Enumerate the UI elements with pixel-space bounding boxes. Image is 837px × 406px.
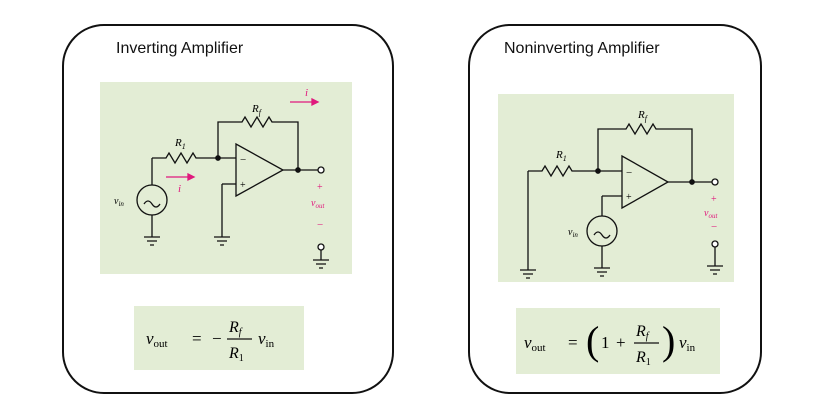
noninverting-circuit: Rf R1 vin − + + vout −	[498, 94, 734, 282]
rf-resistor	[597, 122, 693, 182]
inverting-title: Inverting Amplifier	[116, 40, 244, 57]
vin-label: vin	[568, 227, 578, 239]
vout-plus-label: +	[317, 182, 323, 193]
current-arrowhead-bottom	[187, 172, 196, 182]
ground-icon-r1	[520, 269, 536, 279]
output-ground-terminal	[711, 240, 719, 248]
eq-rhs: vin	[679, 333, 696, 354]
current-label-top: i	[305, 87, 308, 99]
vout-minus-label: −	[317, 219, 323, 231]
output-terminal	[317, 166, 325, 174]
eq-rhs: vin	[258, 329, 275, 350]
inverting-circuit: Rf R1 i i vin − + + vout −	[100, 82, 352, 274]
ac-wave-icon	[143, 200, 161, 208]
eq-equals: =	[192, 329, 202, 348]
current-arrowhead-top	[311, 97, 320, 107]
r1-label: R1	[555, 149, 567, 163]
opamp-minus-label: −	[626, 167, 632, 179]
ac-wave-icon	[593, 231, 611, 239]
vout-minus-label: −	[711, 221, 717, 233]
vout-plus-label: +	[711, 194, 717, 205]
eq-numerator: Rf	[635, 323, 650, 342]
opamp-plus-label: +	[626, 192, 632, 203]
vin-label: vin	[114, 196, 124, 208]
r1-label: R1	[174, 137, 186, 151]
opamp-triangle	[621, 154, 670, 210]
opamp-plus-label: +	[240, 180, 246, 191]
eq-left-paren: (	[586, 318, 599, 363]
eq-lhs: vout	[524, 333, 546, 354]
noninverting-amplifier-panel: Noninverting Amplifier	[468, 24, 762, 394]
noninverting-title: Noninverting Amplifier	[504, 40, 660, 57]
eq-right-paren: )	[662, 318, 675, 363]
rf-label: Rf	[251, 103, 263, 117]
ground-icon-source	[594, 246, 610, 277]
output-terminal	[711, 178, 719, 186]
eq-one: 1	[601, 333, 610, 352]
opamp-minus-label: −	[240, 154, 246, 166]
circuit-background	[100, 82, 352, 274]
ground-icon-source	[144, 233, 160, 246]
noninverting-equation: vout = ( 1 + Rf R1 ) vin	[516, 308, 720, 374]
vout-label: vout	[704, 208, 718, 220]
circuit-background	[498, 94, 734, 282]
inverting-equation: vout = − Rf R1 vin	[134, 306, 304, 370]
ground-icon-plus	[214, 232, 230, 246]
output-node	[295, 167, 301, 173]
eq-sign: −	[212, 329, 222, 348]
output-ground-terminal	[317, 243, 325, 251]
rf-resistor	[217, 115, 299, 170]
eq-denominator: R1	[228, 345, 244, 364]
rf-label: Rf	[637, 109, 649, 123]
output-node	[689, 179, 695, 185]
r1-resistor	[152, 151, 218, 165]
eq-lhs: vout	[146, 329, 168, 350]
ground-icon-output	[313, 259, 329, 269]
vout-label: vout	[311, 198, 325, 210]
eq-equals: =	[568, 333, 578, 352]
opamp-triangle	[235, 142, 285, 198]
eq-plus: +	[616, 333, 626, 352]
eq-numerator: Rf	[228, 319, 243, 338]
r1-resistor	[528, 164, 598, 178]
current-label-bottom: i	[178, 183, 181, 195]
inverting-amplifier-panel: Inverting Amplifier	[62, 24, 394, 394]
eq-denominator: R1	[635, 349, 651, 368]
vin-source-icon	[136, 184, 168, 216]
ground-icon-output	[707, 247, 723, 275]
